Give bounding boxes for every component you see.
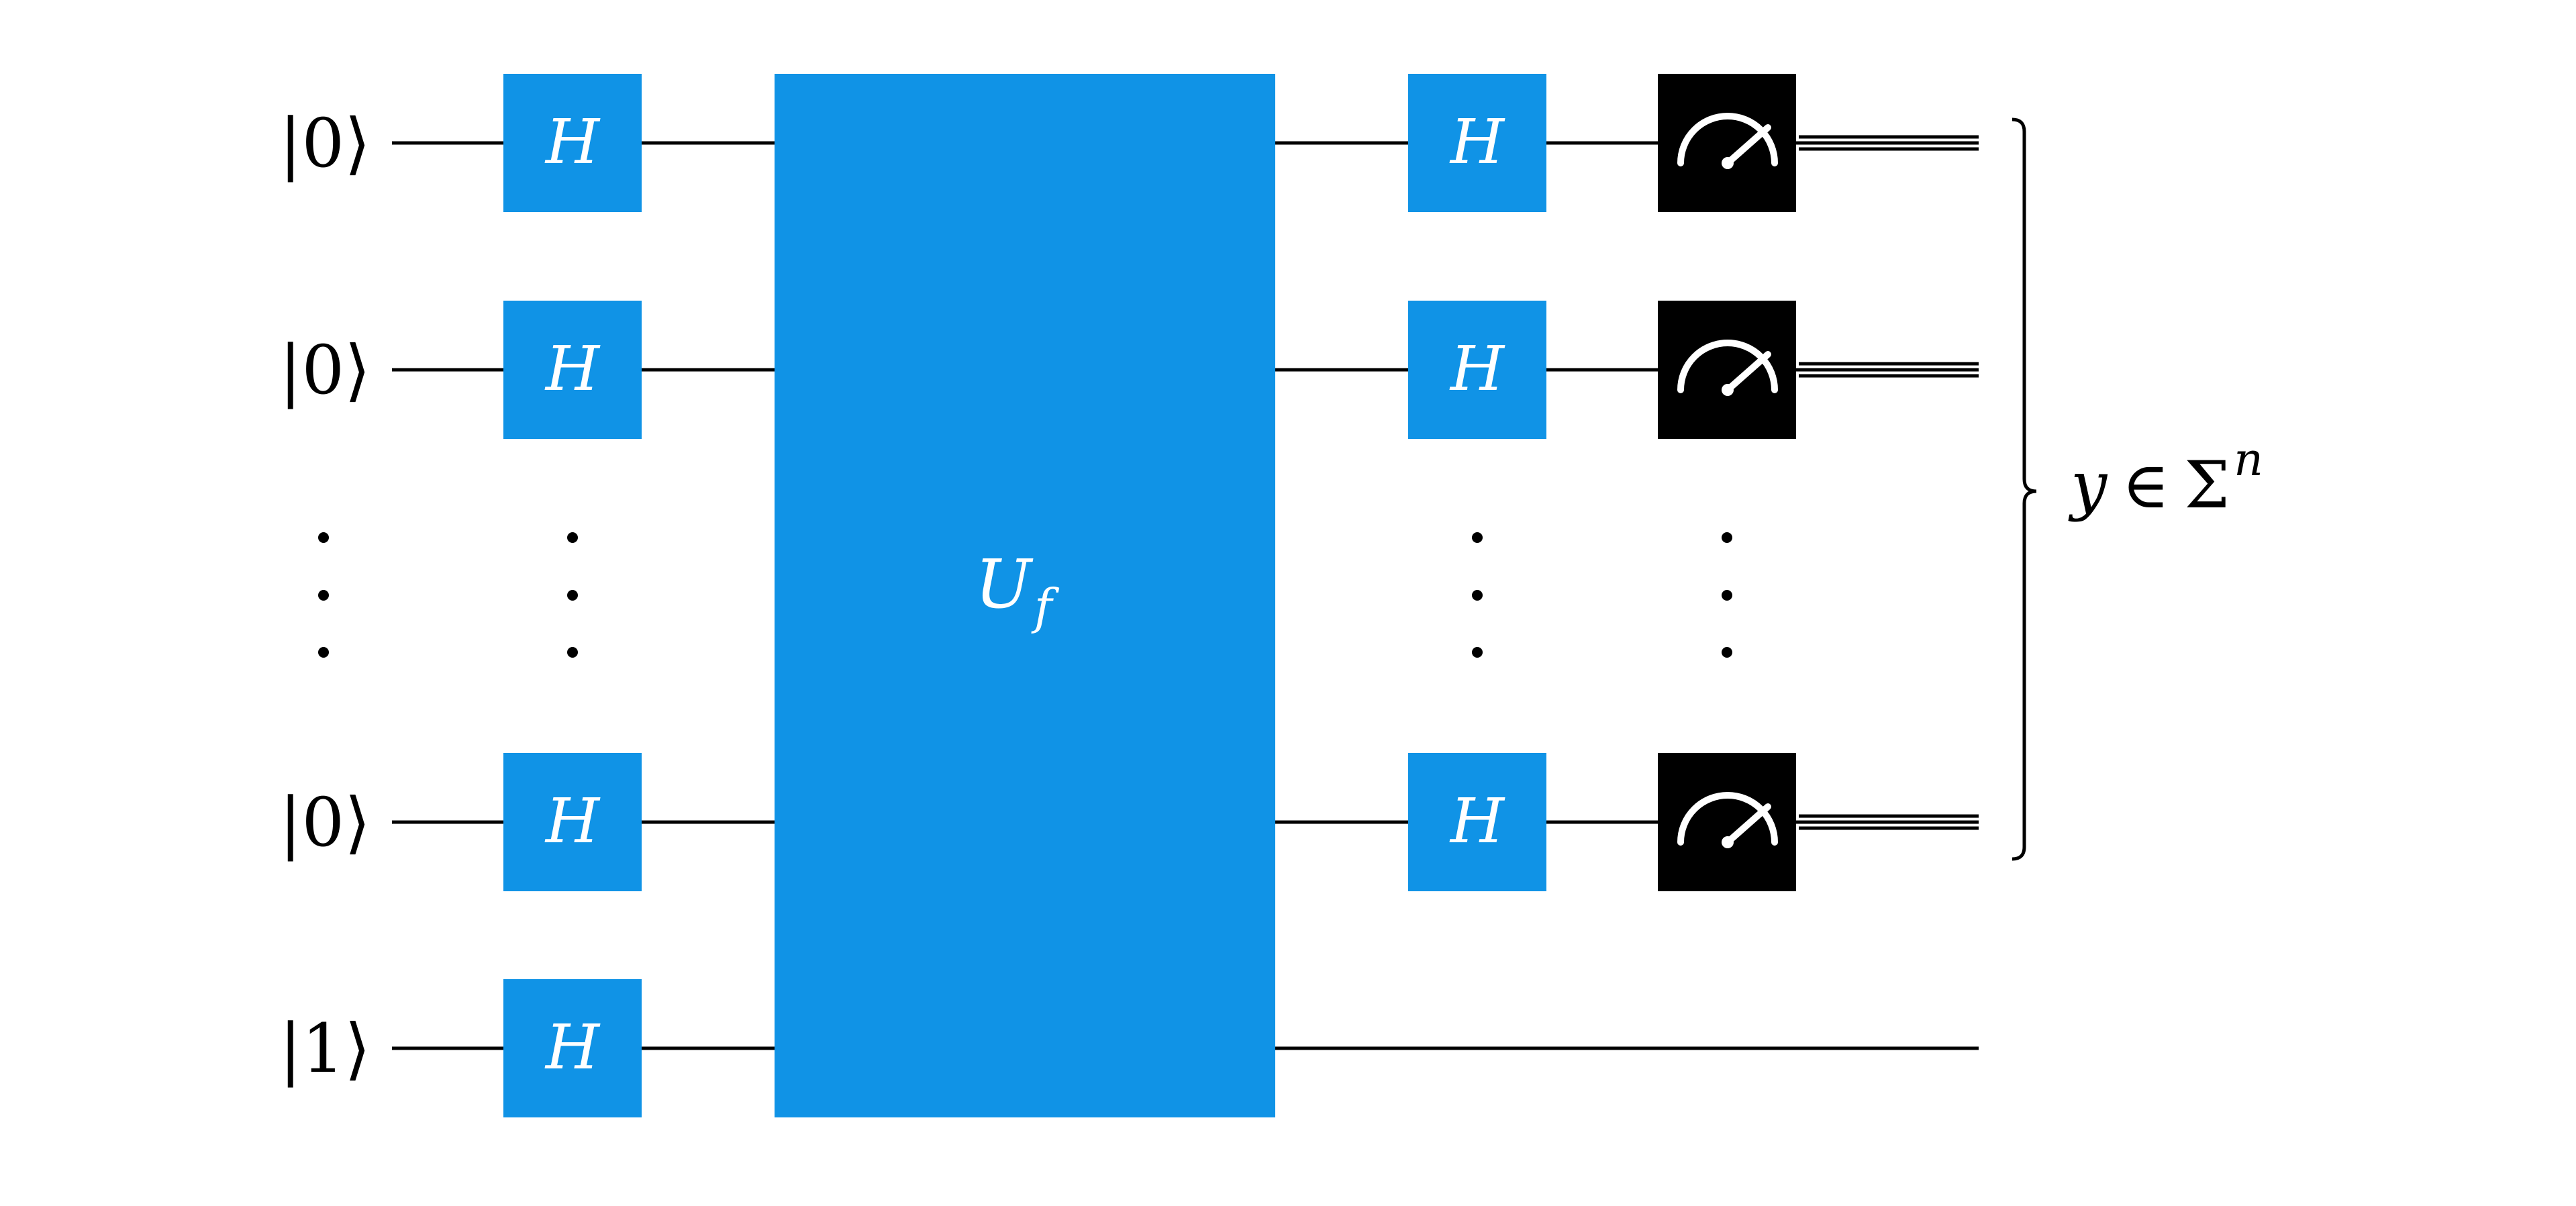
output-relation: ∈ — [2122, 448, 2169, 523]
oracle-symbol: U — [975, 545, 1034, 623]
hadamard-gate: H — [1408, 753, 1546, 891]
input-kets: |0⟩ |0⟩ |0⟩ |1⟩ — [279, 104, 370, 1088]
gauge-icon — [1677, 792, 1778, 848]
hadamard-label: H — [544, 1011, 601, 1083]
hadamard-layer-2: H H H — [1408, 74, 1546, 891]
hadamard-layer-1: H H H H — [503, 74, 642, 1117]
oracle-label: Uf — [975, 545, 1060, 635]
hadamard-label: H — [1449, 106, 1505, 178]
ket-qubit-2: |0⟩ — [279, 331, 370, 409]
hadamard-gate: H — [503, 979, 642, 1117]
output-brace — [2012, 117, 2037, 861]
ellipsis-hadamard-1 — [567, 532, 578, 658]
measurement-gate — [1658, 301, 1796, 439]
ket-qubit-1: |0⟩ — [279, 104, 370, 183]
gauge-icon — [1677, 113, 1778, 169]
hadamard-label: H — [544, 333, 601, 405]
ket-ancilla: |1⟩ — [279, 1009, 370, 1088]
vertical-ellipses — [318, 532, 1732, 658]
hadamard-gate: H — [503, 74, 642, 212]
hadamard-label: H — [1449, 785, 1505, 857]
hadamard-gate: H — [503, 301, 642, 439]
output-set: Σ — [2184, 448, 2230, 523]
ket-qubit-n: |0⟩ — [279, 783, 370, 862]
measurement-layer — [1658, 74, 1796, 891]
hadamard-label: H — [544, 106, 601, 178]
hadamard-gate: H — [503, 753, 642, 891]
measurement-gate — [1658, 753, 1796, 891]
output-variable: y — [2068, 448, 2108, 523]
hadamard-gate: H — [1408, 301, 1546, 439]
output-label: y∈Σn — [2068, 434, 2263, 523]
oracle-gate: Uf — [775, 74, 1275, 1117]
hadamard-gate: H — [1408, 74, 1546, 212]
classical-wires — [1799, 135, 1979, 830]
gauge-icon — [1677, 340, 1778, 396]
ellipsis-kets — [318, 532, 329, 658]
ellipsis-measurement — [1722, 532, 1732, 658]
hadamard-label: H — [1449, 333, 1505, 405]
output-exponent: n — [2234, 434, 2263, 487]
measurement-gate — [1658, 74, 1796, 212]
hadamard-label: H — [544, 785, 601, 857]
ellipsis-hadamard-2 — [1472, 532, 1483, 658]
